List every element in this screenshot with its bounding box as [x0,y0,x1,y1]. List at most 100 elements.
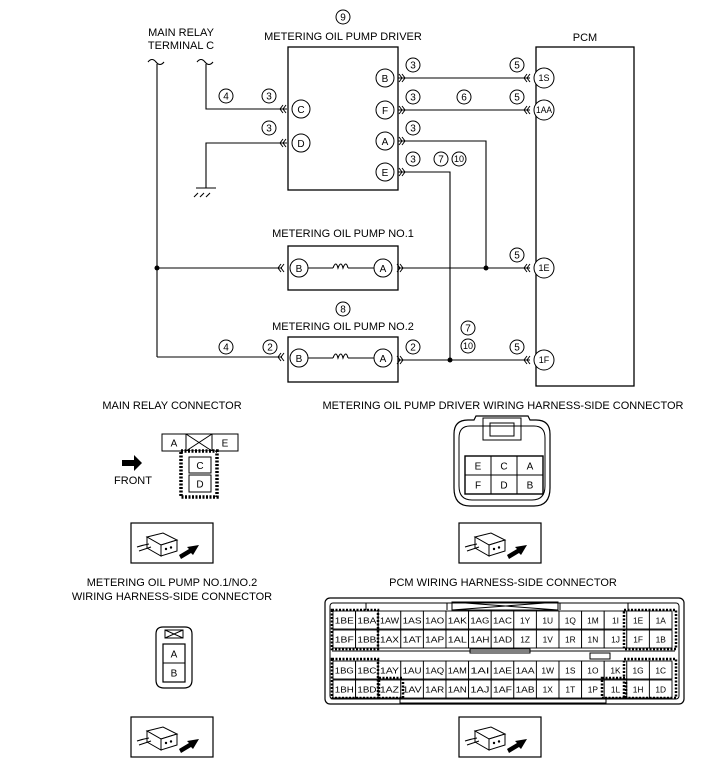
svg-text:1F: 1F [539,355,550,365]
svg-text:1AA: 1AA [536,105,552,115]
svg-text:C: C [297,105,304,116]
svg-text:A: A [171,439,178,450]
svg-text:2: 2 [410,343,416,354]
pcm-connector-hatch [600,676,628,700]
svg-text:9: 9 [340,13,346,24]
driver-pin-d: D [291,133,311,153]
svg-text:5: 5 [514,93,520,104]
pcm-connector-cell-label: 1W [541,666,554,676]
driver-harness-connector-title: METERING OIL PUMP DRIVER WIRING HARNESS-… [322,400,683,412]
pcm-connector-cell-label: 1AL [448,635,467,645]
svg-text:3: 3 [266,92,272,103]
svg-text:C: C [500,462,507,473]
svg-text:D: D [196,480,203,491]
pcm-pin-1f: 1F [533,349,555,371]
pcm-connector-cell-label: 1R [565,635,576,645]
svg-text:5: 5 [514,61,520,72]
pump-harness-connector-title-line1: METERING OIL PUMP NO.1/NO.2 [87,577,258,589]
pcm-connector-cell-label: 1BD [357,685,376,695]
pcm-connector-hatch [330,657,380,700]
driver-number-circle: 9 [335,9,351,25]
pcm-connector-cell-label: 1K [610,666,621,676]
svg-text:A: A [527,462,534,473]
pcm-connector-cell-label: 1X [543,685,554,695]
pump2-number-circle: 8 [335,301,351,317]
pcm-connector-cell-label: 1AZ [380,685,399,695]
svg-text:A: A [380,354,387,365]
pump1-title: METERING OIL PUMP NO.1 [272,228,414,240]
pcm-connector-cell-label: 1Z [520,635,530,645]
pump1-pin-b: B [289,258,309,278]
pcm-connector-cell-label: 1AN [448,685,467,695]
pump1-coil-icon [308,263,374,270]
svg-text:3: 3 [410,124,416,135]
svg-text:B: B [296,354,303,365]
svg-text:D: D [297,139,304,150]
pump-connector-view-icon [130,716,214,758]
pump1-box [287,245,399,291]
pcm-connector-cell-label: 1BA [357,616,376,626]
pump1-pin-a: A [373,258,393,278]
svg-text:6: 6 [461,93,467,104]
svg-text:7: 7 [465,324,471,335]
pcm-connector-cell-label: 1AY [380,666,400,676]
front-label: FRONT [114,475,152,487]
pcm-connector-cell-label: 1C [655,666,666,676]
pcm-connector-cell-label: 1AX [380,635,399,645]
svg-text:C: C [196,461,203,472]
pump-connector-cell-b: B [171,669,178,680]
driver-connector-view-icon [458,522,542,564]
pcm-connector-cell-label: 1AE [493,666,512,676]
pcm-connector-hatch [330,608,380,651]
wire-circle-labels: 4 3 3 3 3 3 3 7 10 6 5 5 5 5 7 10 4 2 2 [223,61,520,354]
pcm-connector-cell-label: 1P [588,685,599,695]
driver-pin-e: E [375,162,395,182]
wire-circles [218,57,525,355]
pcm-connector-cell-label: 1AB [516,685,535,695]
pump-harness-connector [155,626,193,689]
pump2-box [287,336,399,383]
pcm-connector-cell-label: 1AG [470,616,489,626]
pcm-connector-cell-label: 1U [542,616,553,626]
svg-text:E: E [475,462,482,473]
pcm-connector-cell-label: 1G [633,666,644,676]
svg-text:B: B [382,74,389,85]
svg-text:5: 5 [514,343,520,354]
main-relay-connector: A E C D [161,433,239,499]
pcm-connector-cell-label: 1AT [403,635,422,645]
pump2-pin-a: A [373,348,393,368]
pump-harness-connector-title-line2: WIRING HARNESS-SIDE CONNECTOR [72,591,272,603]
pump2-pin-b: B [289,348,309,368]
pcm-connector-cell-label: 1T [565,685,575,695]
driver-connector-cell-labels: E C A F D B [475,462,534,492]
pcm-connector-cell [648,660,673,680]
wires [147,58,530,361]
pcm-connector-cell-label: 1BC [357,666,376,676]
pcm-connector-cell-label: 1M [587,616,599,626]
main-relay-terminal-label-line2: TERMINAL C [148,40,214,52]
relay-connector-view-icon [130,522,214,564]
pcm-connector-cell-label: 1S [565,666,576,676]
pcm-connector-view-icon [458,716,542,758]
driver-harness-connector [453,415,551,507]
pcm-connector-hatch [377,676,405,700]
pcm-connector-cell-label: 1AU [403,666,422,676]
svg-text:3: 3 [410,155,416,166]
pcm-pin-1aa: 1AA [533,99,555,121]
pcm-connector-cell-label: 1Q [565,616,577,626]
svg-text:A: A [380,264,387,275]
main-relay-connector-title: MAIN RELAY CONNECTOR [102,400,241,412]
pcm-connector-cell-label: 1AI [470,666,489,676]
pcm-connector-cell-label: 1BH [335,685,354,695]
pcm-connector-cell-label: 1B [656,635,667,645]
driver-pin-f: F [375,100,395,120]
svg-text:1S: 1S [538,73,549,83]
pcm-box [535,46,635,387]
pcm-connector-cell-label: 1J [611,635,620,645]
svg-text:D: D [500,481,507,492]
pcm-connector-cell-label: 1AH [470,635,489,645]
pcm-connector-cell-label: 1A [656,616,667,626]
pcm-title: PCM [573,32,597,44]
svg-text:4: 4 [223,92,229,103]
